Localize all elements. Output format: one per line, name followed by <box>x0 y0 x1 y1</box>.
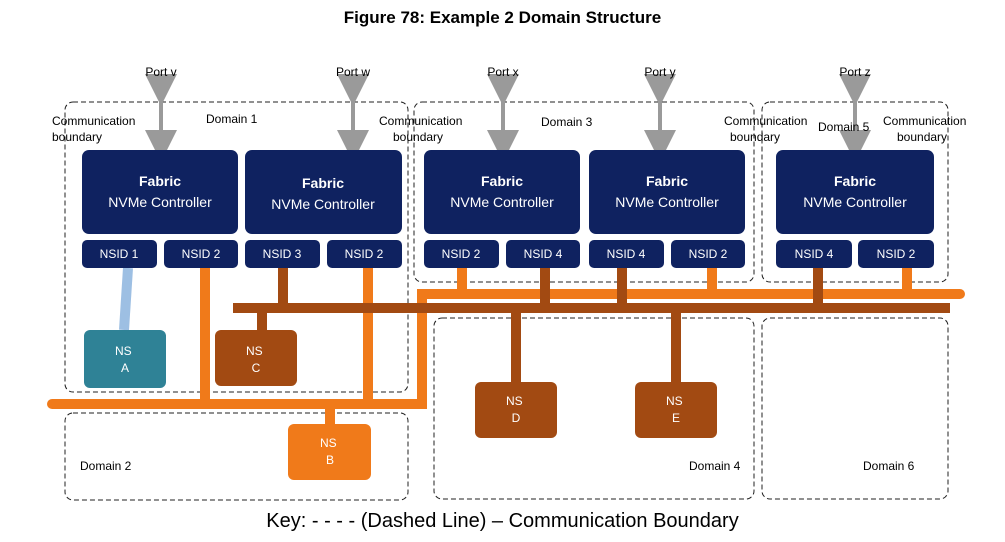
namespace-a-label: NS A <box>115 344 135 375</box>
controller-2-subtitle: NVMe Controller <box>271 196 375 212</box>
controller-5-title: Fabric <box>834 173 876 189</box>
port-z-label: Port z <box>839 65 870 79</box>
port-x-label: Port x <box>487 65 518 79</box>
c3-nsid-b <box>506 240 580 268</box>
c5-nsid-b <box>858 240 934 268</box>
c5-nsid-a-label: NSID 4 <box>795 247 834 261</box>
port-v-label: Port v <box>145 65 176 79</box>
boundary-label-1: Communication boundary <box>52 114 139 144</box>
c2-nsid-b-label: NSID 2 <box>345 247 384 261</box>
light-blue-link-ns-a <box>119 267 133 331</box>
boundary-label-4: Communication boundary <box>883 114 970 144</box>
boundary-label-3: Communication boundary <box>724 114 811 144</box>
c4-nsid-a-label: NSID 4 <box>607 247 646 261</box>
boundary-label-2: Communication boundary <box>379 114 466 144</box>
domain-5-label: Domain 5 <box>818 120 870 134</box>
port-w-label: Port w <box>336 65 370 79</box>
c1-nsid-a-label: NSID 1 <box>100 247 139 261</box>
controller-4-subtitle: NVMe Controller <box>615 194 719 210</box>
domain-2-boundary <box>64 412 409 501</box>
controller-1-title: Fabric <box>139 173 181 189</box>
domain-4-label: Domain 4 <box>689 459 741 473</box>
controller-1-subtitle: NVMe Controller <box>108 194 212 210</box>
c1-nsid-b-label: NSID 2 <box>182 247 221 261</box>
domain-6-boundary <box>761 317 949 500</box>
domain-1-boundary <box>64 101 409 393</box>
controller-5 <box>776 150 934 234</box>
domain-3-boundary <box>413 101 755 283</box>
key-legend: Key: - - - - (Dashed Line) – Communicati… <box>266 510 739 532</box>
c4-nsid-b-label: NSID 2 <box>689 247 728 261</box>
c5-nsid-a <box>776 240 852 268</box>
controller-3 <box>424 150 580 234</box>
namespace-d <box>475 382 557 438</box>
controller-1 <box>82 150 238 234</box>
namespace-e-label: NS E <box>666 394 686 425</box>
figure-title: Figure 78: Example 2 Domain Structure <box>343 8 662 27</box>
c3-nsid-b-label: NSID 4 <box>524 247 563 261</box>
orange-bus <box>47 289 965 409</box>
namespace-c <box>215 330 297 386</box>
domain-2-label: Domain 2 <box>80 459 132 473</box>
namespace-b <box>288 424 371 480</box>
controller-3-title: Fabric <box>481 173 523 189</box>
domain-1-label: Domain 1 <box>206 112 258 126</box>
c2-nsid-a <box>245 240 320 268</box>
c4-nsid-b <box>671 240 745 268</box>
c3-nsid-a <box>424 240 499 268</box>
domain-4-boundary <box>433 317 755 500</box>
controller-4 <box>589 150 745 234</box>
namespace-a <box>84 330 166 388</box>
c1-nsid-b <box>164 240 238 268</box>
namespace-e <box>635 382 717 438</box>
namespace-b-label: NS B <box>320 436 340 467</box>
port-y-label: Port y <box>644 65 675 79</box>
c1-nsid-a <box>82 240 157 268</box>
controller-3-subtitle: NVMe Controller <box>450 194 554 210</box>
controller-5-subtitle: NVMe Controller <box>803 194 907 210</box>
c3-nsid-a-label: NSID 2 <box>442 247 481 261</box>
controller-2-title: Fabric <box>302 175 344 191</box>
domain-6-label: Domain 6 <box>863 459 915 473</box>
controller-2 <box>245 150 402 234</box>
c5-nsid-b-label: NSID 2 <box>877 247 916 261</box>
domain-3-label: Domain 3 <box>541 115 593 129</box>
namespace-d-label: NS D <box>506 394 526 425</box>
controller-4-title: Fabric <box>646 173 688 189</box>
c2-nsid-b <box>327 240 402 268</box>
namespace-c-label: NS C <box>246 344 266 375</box>
c2-nsid-a-label: NSID 3 <box>263 247 302 261</box>
c4-nsid-a <box>589 240 664 268</box>
